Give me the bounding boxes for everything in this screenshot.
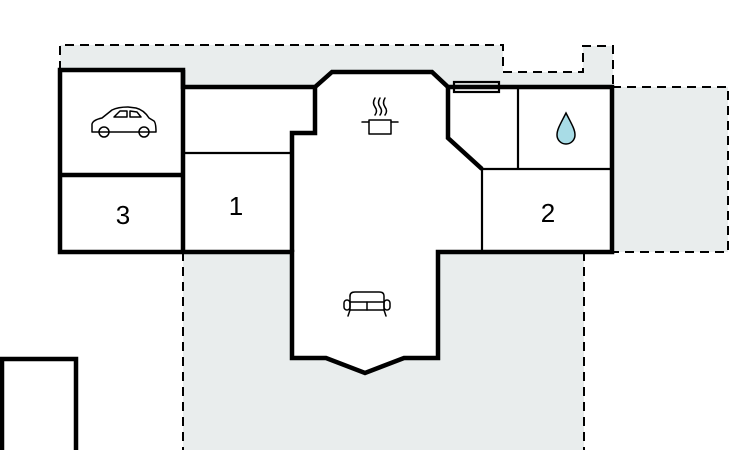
hall-wall xyxy=(289,87,318,252)
water-drop-icon xyxy=(556,111,576,145)
terrace-top-outline xyxy=(59,44,614,87)
cooking-pot-icon xyxy=(361,97,399,135)
kitchen-wall-right xyxy=(445,87,484,171)
terrace-top-notch xyxy=(583,46,613,90)
room-1-label: 1 xyxy=(229,191,243,221)
room-3-label: 3 xyxy=(116,200,130,230)
window xyxy=(452,80,501,94)
sofa-icon xyxy=(343,291,391,317)
exterior-wall xyxy=(57,67,615,376)
walls xyxy=(57,67,615,376)
terrace-right-outline xyxy=(612,86,729,253)
car-icon xyxy=(91,106,157,138)
room-labels: 1 2 3 xyxy=(116,191,555,230)
room-2-label: 2 xyxy=(541,198,555,228)
neighbour-building xyxy=(0,356,79,450)
outdoor-outlines xyxy=(59,44,729,450)
building-fill xyxy=(60,70,612,373)
terrace-right xyxy=(612,87,728,252)
